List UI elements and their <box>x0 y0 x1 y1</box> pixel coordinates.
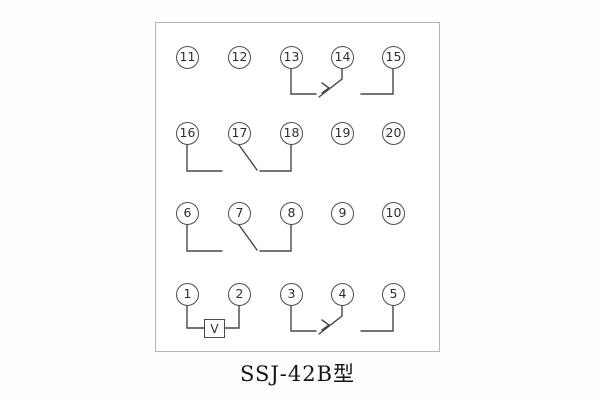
connection-lines <box>186 68 394 335</box>
contact-row-top <box>290 68 394 98</box>
terminal-7: 7 <box>228 202 251 225</box>
terminal-8: 8 <box>280 202 303 225</box>
relay-panel: 11 12 13 14 15 16 17 18 19 20 6 7 8 9 10… <box>155 22 440 352</box>
terminal-12: 12 <box>228 46 251 69</box>
contact-row-3 <box>186 224 292 252</box>
terminal-11: 11 <box>176 46 199 69</box>
terminal-5: 5 <box>382 283 405 306</box>
terminal-20: 20 <box>382 122 405 145</box>
terminal-18: 18 <box>280 122 303 145</box>
terminal-2: 2 <box>228 283 251 306</box>
terminal-1: 1 <box>176 283 199 306</box>
contact-row-2 <box>186 144 292 172</box>
terminal-19: 19 <box>331 122 354 145</box>
terminal-17: 17 <box>228 122 251 145</box>
terminal-16: 16 <box>176 122 199 145</box>
terminal-13: 13 <box>280 46 303 69</box>
terminal-15: 15 <box>382 46 405 69</box>
voltage-element: V <box>204 319 225 338</box>
terminal-6: 6 <box>176 202 199 225</box>
model-caption: SSJ-42B型 <box>239 362 356 386</box>
terminal-9: 9 <box>331 202 354 225</box>
terminal-10: 10 <box>382 202 405 225</box>
terminal-4: 4 <box>331 283 354 306</box>
terminal-3: 3 <box>280 283 303 306</box>
terminal-14: 14 <box>331 46 354 69</box>
voltage-and-contact-row-bottom <box>186 305 394 335</box>
